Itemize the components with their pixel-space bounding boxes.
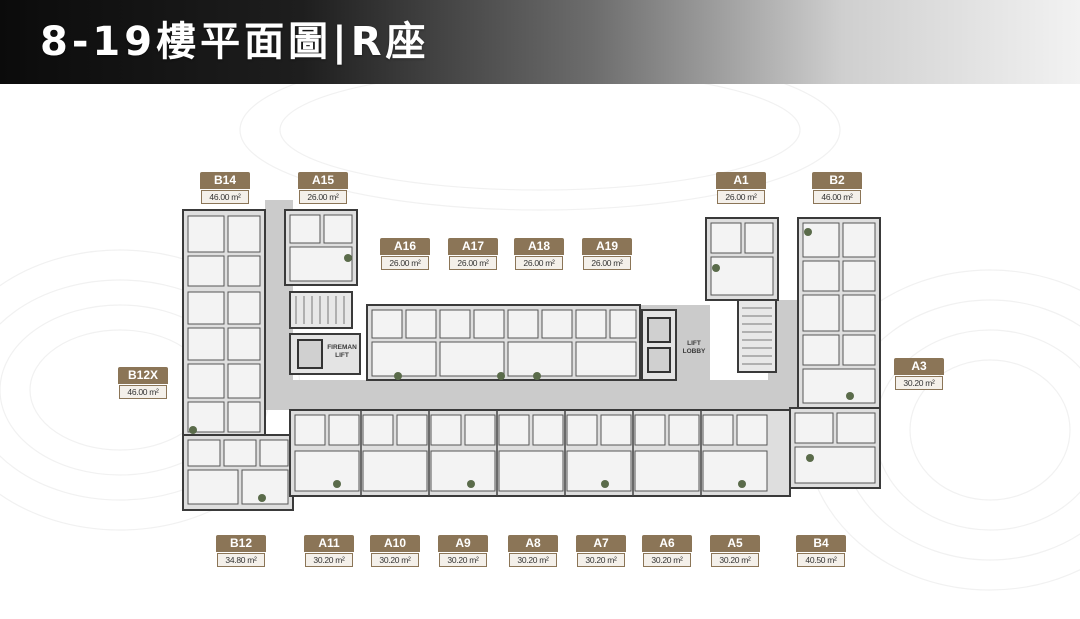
unit-area: 30.20 m²	[509, 553, 557, 567]
unit-name: A6	[642, 535, 692, 552]
unit-name: A7	[576, 535, 626, 552]
unit-tag-a1: A1 26.00 m²	[716, 172, 766, 204]
unit-name: A15	[298, 172, 348, 189]
unit-area: 30.20 m²	[439, 553, 487, 567]
unit-name: A5	[710, 535, 760, 552]
unit-area: 30.20 m²	[305, 553, 353, 567]
unit-tag-a15: A15 26.00 m²	[298, 172, 348, 204]
lift-lobby-label: LIFT LOBBY	[682, 340, 706, 355]
wing-bottom	[289, 409, 791, 497]
unit-name: B12X	[118, 367, 168, 384]
unit-area: 26.00 m²	[583, 256, 631, 270]
unit-name: A18	[514, 238, 564, 255]
planter-dots	[189, 228, 854, 502]
wing-left	[182, 209, 294, 511]
wing-top-middle	[366, 304, 677, 381]
unit-tag-b12: B12 34.80 m²	[216, 535, 266, 567]
header-banner: 8-19樓平面圖|R座	[0, 0, 1080, 84]
page-title: 8-19樓平面圖|R座	[40, 19, 430, 65]
unit-tag-a9: A9 30.20 m²	[438, 535, 488, 567]
unit-name: A1	[716, 172, 766, 189]
unit-tag-b14: B14 46.00 m²	[200, 172, 250, 204]
unit-area: 26.00 m²	[299, 190, 347, 204]
unit-area: 26.00 m²	[515, 256, 563, 270]
unit-tag-a16: A16 26.00 m²	[380, 238, 430, 270]
unit-area: 30.20 m²	[577, 553, 625, 567]
unit-area: 26.00 m²	[717, 190, 765, 204]
unit-tag-a8: A8 30.20 m²	[508, 535, 558, 567]
unit-area: 26.00 m²	[449, 256, 497, 270]
unit-tag-a3: A3 30.20 m²	[894, 358, 944, 390]
unit-tag-b2: B2 46.00 m²	[812, 172, 862, 204]
unit-tag-a19: A19 26.00 m²	[582, 238, 632, 270]
unit-name: A10	[370, 535, 420, 552]
unit-name: A9	[438, 535, 488, 552]
unit-area: 30.20 m²	[711, 553, 759, 567]
unit-tag-a10: A10 30.20 m²	[370, 535, 420, 567]
unit-area: 30.20 m²	[895, 376, 943, 390]
unit-tag-a7: A7 30.20 m²	[576, 535, 626, 567]
unit-name: A19	[582, 238, 632, 255]
unit-name: A16	[380, 238, 430, 255]
unit-name: B12	[216, 535, 266, 552]
unit-area: 34.80 m²	[217, 553, 265, 567]
fireman-lift-label: FIREMAN LIFT	[327, 344, 357, 359]
unit-name: A11	[304, 535, 354, 552]
unit-tag-a5: A5 30.20 m²	[710, 535, 760, 567]
unit-tag-b12x: B12X 46.00 m²	[118, 367, 168, 399]
unit-name: B2	[812, 172, 862, 189]
unit-tag-b4: B4 40.50 m²	[796, 535, 846, 567]
unit-area: 30.20 m²	[371, 553, 419, 567]
unit-area: 26.00 m²	[381, 256, 429, 270]
wing-a15	[284, 209, 361, 375]
unit-tag-a6: A6 30.20 m²	[642, 535, 692, 567]
unit-name: A17	[448, 238, 498, 255]
unit-name: A3	[894, 358, 944, 375]
wing-right	[705, 217, 881, 489]
unit-name: A8	[508, 535, 558, 552]
unit-area: 46.00 m²	[201, 190, 249, 204]
unit-area: 30.20 m²	[643, 553, 691, 567]
unit-name: B4	[796, 535, 846, 552]
unit-tag-a18: A18 26.00 m²	[514, 238, 564, 270]
unit-tag-a11: A11 30.20 m²	[304, 535, 354, 567]
unit-name: B14	[200, 172, 250, 189]
unit-area: 46.00 m²	[119, 385, 167, 399]
unit-area: 40.50 m²	[797, 553, 845, 567]
unit-tag-a17: A17 26.00 m²	[448, 238, 498, 270]
unit-area: 46.00 m²	[813, 190, 861, 204]
